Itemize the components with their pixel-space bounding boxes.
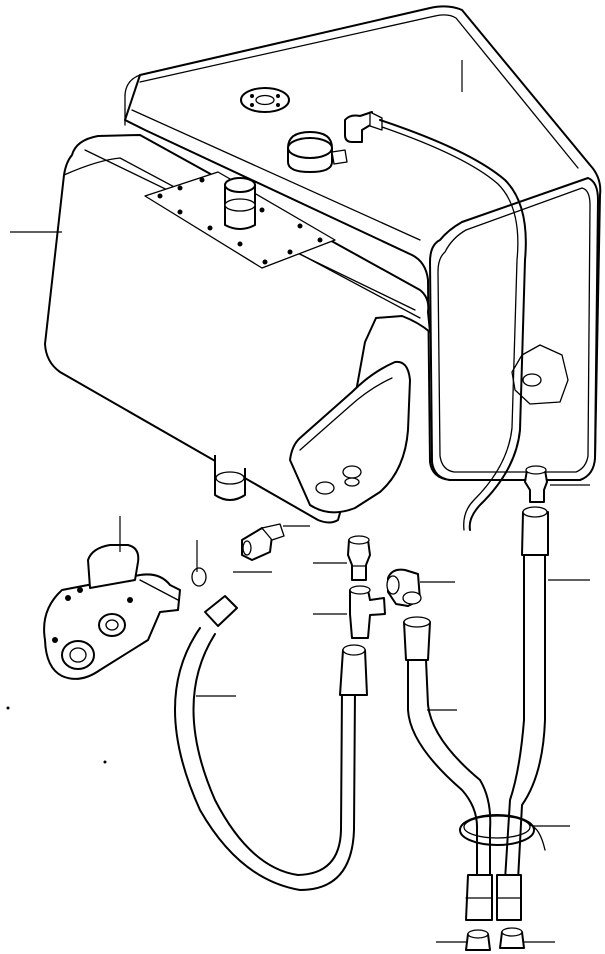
rear-tank <box>124 5 602 481</box>
front-tank <box>44 134 431 524</box>
straight-connector <box>347 535 371 581</box>
elbow-fitting-top <box>344 111 383 143</box>
plugs <box>465 927 525 951</box>
right-connector <box>524 465 548 503</box>
breather-cap <box>287 131 348 173</box>
tee-fitting <box>349 585 386 639</box>
suction-hose <box>174 595 368 891</box>
o-ring <box>191 567 207 587</box>
filler-flange <box>240 87 290 113</box>
hydraulic-pump <box>43 544 181 680</box>
elbow-fitting-return <box>386 568 422 607</box>
drain-pipe <box>214 455 246 501</box>
breather-tube <box>379 119 527 531</box>
stray-dot <box>103 760 107 764</box>
elbow-adapter-pump <box>241 523 285 561</box>
return-hoses <box>403 506 549 921</box>
stray-dot <box>6 706 10 710</box>
callout-leaders <box>10 60 590 943</box>
